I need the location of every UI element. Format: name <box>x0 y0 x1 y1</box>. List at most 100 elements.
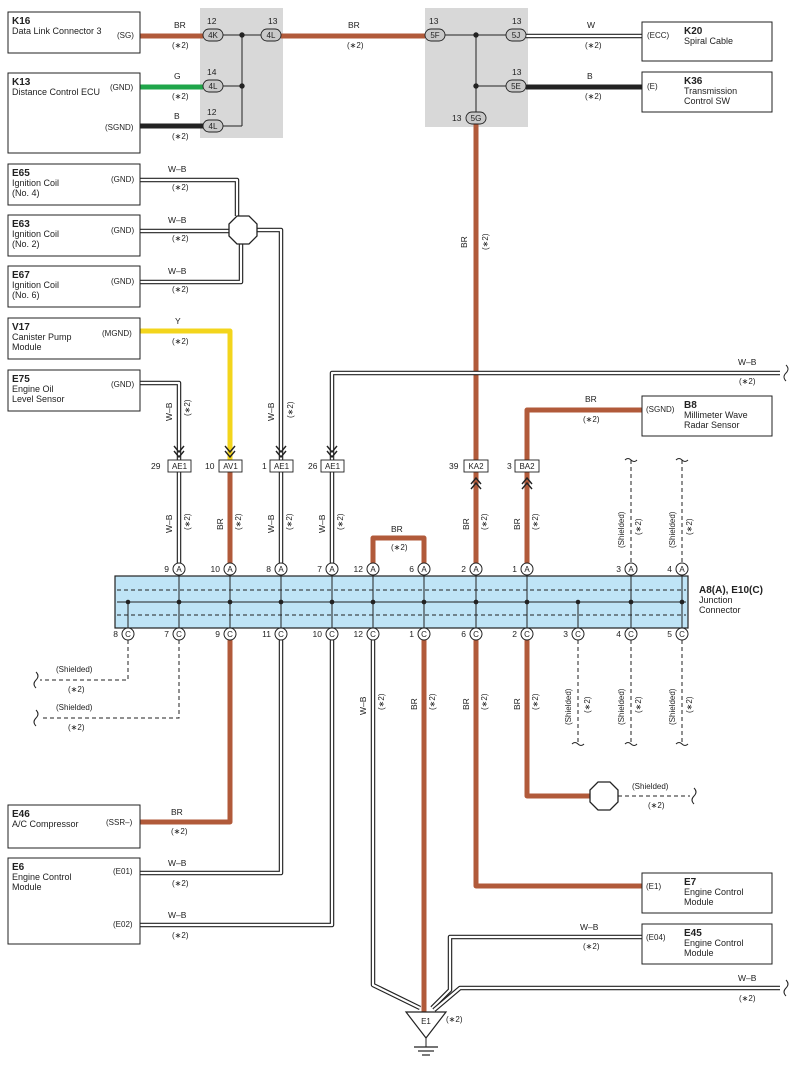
pin-top-letter-8: A <box>628 565 634 574</box>
squig-c4 <box>624 742 638 746</box>
pin-bot-letter-10: C <box>628 630 634 639</box>
pin-bot-num-2: 9 <box>215 629 220 639</box>
wire-right-ground-wb-core <box>433 986 780 1011</box>
svg-text:A/C Compressor: A/C Compressor <box>12 819 79 829</box>
pin-bot-letter-7: C <box>473 630 479 639</box>
wire-e65-wb <box>140 177 240 216</box>
note-a9-wb: (∗2) <box>183 513 192 530</box>
bus-dot-bot-3 <box>278 599 284 605</box>
note-k13-g: (∗2) <box>172 92 189 101</box>
wire-c2-shield-br <box>524 640 590 799</box>
svg-text:Module: Module <box>684 897 714 907</box>
note-e45-wb: (∗2) <box>583 942 600 951</box>
splice-octagon-ignition <box>228 215 258 245</box>
label-e65-wb: W–B <box>168 164 187 174</box>
pin-top-circle-1 <box>223 562 237 576</box>
svg-text:Ignition Coil: Ignition Coil <box>12 178 59 188</box>
pin-top-num-7: 1 <box>512 564 517 574</box>
pin-top-num-2: 8 <box>266 564 271 574</box>
svg-text:Engine Control: Engine Control <box>684 887 744 897</box>
svg-text:(MGND): (MGND) <box>102 329 132 338</box>
wire-ae1-26-wb-core <box>330 371 780 460</box>
pin-bot-num-11: 5 <box>667 629 672 639</box>
wave-right-wb-bot <box>783 979 789 997</box>
component-K16: K16 Data Link Connector 3 (SG) <box>7 11 141 54</box>
component-E45: E45 Engine Control Module (E04) <box>641 923 773 965</box>
component-K20: K20 Spiral Cable (ECC) <box>641 21 773 62</box>
pin-top-circle-3 <box>325 562 339 576</box>
pin-top-num-3: 7 <box>317 564 322 574</box>
bus-dot-bot-8 <box>524 599 530 605</box>
label-e45-wb: W–B <box>580 922 599 932</box>
junction-name-1: Junction <box>699 595 733 605</box>
pin-bot-circle-9 <box>571 627 585 641</box>
pin-top-circle-5 <box>417 562 431 576</box>
label-a7-wb: W–B <box>317 514 327 533</box>
pin-bot-letter-4: C <box>329 630 335 639</box>
svg-text:(SSR–): (SSR–) <box>106 818 133 827</box>
note-a1-br: (∗2) <box>531 513 540 530</box>
svg-text:Transmission: Transmission <box>684 86 737 96</box>
pin-bot-num-7: 6 <box>461 629 466 639</box>
svg-text:AV1: AV1 <box>223 462 238 471</box>
note-ae1-1-wb: (∗2) <box>286 401 295 418</box>
svg-text:29: 29 <box>151 461 161 471</box>
svg-text:AE1: AE1 <box>274 462 290 471</box>
label-b8-br: BR <box>585 394 597 404</box>
squig-a3 <box>624 458 638 462</box>
wire-c10-e02-wb <box>140 640 335 928</box>
arrow-down-332 <box>326 445 338 459</box>
note-b8-br: (∗2) <box>583 415 600 424</box>
inline-AE1-26: AE1 26 <box>308 459 345 473</box>
label-e02-wb: W–B <box>168 910 187 920</box>
component-E67: E67 Ignition Coil (No. 6) (GND) <box>7 265 141 308</box>
wave-c8 <box>33 671 39 689</box>
pin-top-num-5: 6 <box>409 564 414 574</box>
note-e01-wb: (∗2) <box>172 879 189 888</box>
pin-bot-circle-4 <box>325 627 339 641</box>
svg-text:Engine Oil: Engine Oil <box>12 384 54 394</box>
arrow-down-230 <box>224 445 236 459</box>
pin-bot-letter-11: C <box>679 630 685 639</box>
splice-nodes <box>223 32 506 127</box>
wire-c8-shield <box>40 640 129 681</box>
svg-text:14: 14 <box>207 67 217 77</box>
label-v17-y: Y <box>175 316 181 326</box>
label-a3-shield: (Shielded) <box>617 511 626 548</box>
pin-top-circle-8 <box>624 562 638 576</box>
pin-bot-num-0: 8 <box>113 629 118 639</box>
inline-BA2-3: BA2 3 <box>507 459 540 473</box>
note-v17-y: (∗2) <box>172 337 189 346</box>
svg-text:K20: K20 <box>684 26 703 37</box>
squig-a4 <box>675 458 689 462</box>
label-c3-shield: (Shielded) <box>564 688 573 725</box>
squig-c3 <box>571 742 585 746</box>
note-a8-wb: (∗2) <box>285 513 294 530</box>
pin-top-letter-6: A <box>473 565 479 574</box>
note-k16-br: (∗2) <box>172 41 189 50</box>
splice-4L-bot: 4L 12 <box>202 107 224 133</box>
bus-dot-bot-10 <box>628 599 634 605</box>
wire-e65-wb-core <box>140 178 239 216</box>
svg-text:Module: Module <box>12 342 42 352</box>
pin-bot-circle-8 <box>520 627 534 641</box>
svg-text:Module: Module <box>684 948 714 958</box>
pin-bot-num-6: 1 <box>409 629 414 639</box>
label-c5-shield: (Shielded) <box>668 688 677 725</box>
svg-text:(∗2): (∗2) <box>446 1015 463 1024</box>
svg-text:K16: K16 <box>12 16 31 27</box>
note-a3-shield: (∗2) <box>634 518 643 535</box>
svg-text:39: 39 <box>449 461 459 471</box>
note-c5-shield: (∗2) <box>685 696 694 713</box>
svg-text:E6: E6 <box>12 862 25 873</box>
bus-dot-bot-7 <box>473 599 479 605</box>
wire-ign-ae1-wb-core <box>257 228 283 460</box>
pin-bot-circle-0 <box>121 627 135 641</box>
svg-text:Control SW: Control SW <box>684 96 731 106</box>
pin-top-letter-1: A <box>227 565 233 574</box>
note-right-wb-top: (∗2) <box>739 377 756 386</box>
svg-text:13: 13 <box>512 16 522 26</box>
wave-c7 <box>33 709 39 727</box>
